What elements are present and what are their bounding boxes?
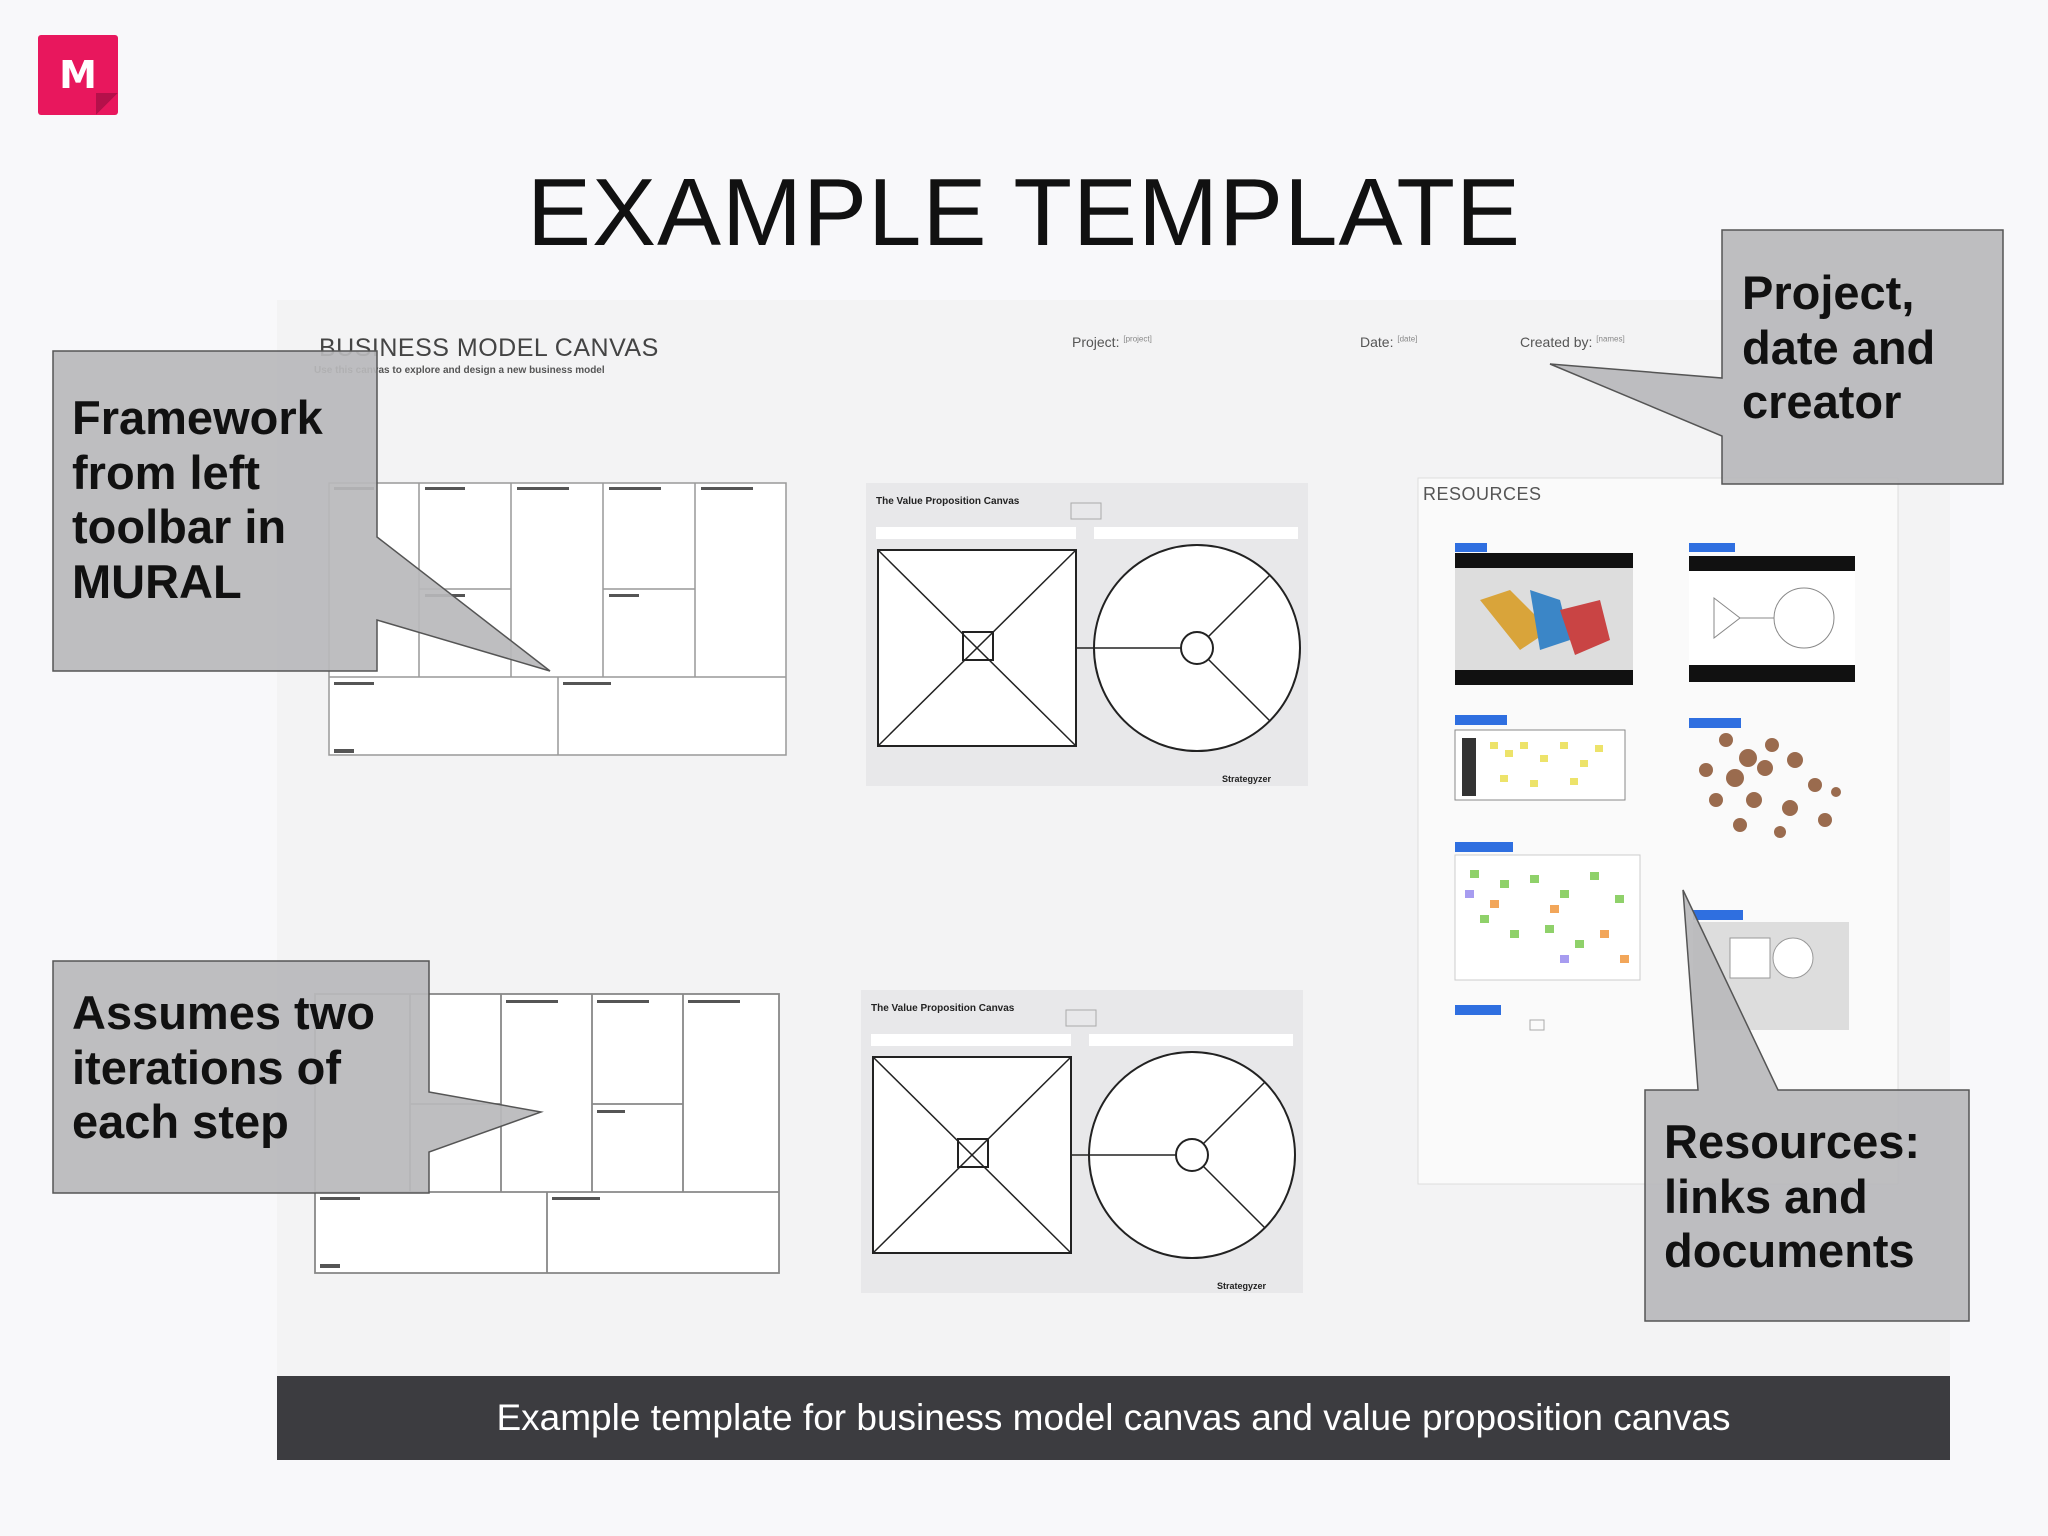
resources-panel (1417, 477, 1899, 1185)
project-value: [project] (1123, 334, 1152, 344)
value-proposition-canvas-1: The Value Proposition Canvas Strategyzer (866, 483, 1308, 786)
svg-text:Strategyzer: Strategyzer (1217, 1281, 1267, 1291)
resources-title: RESOURCES (1423, 484, 1542, 504)
callout-resources (1644, 889, 1970, 1322)
callout-project-line: creator (1742, 375, 1902, 429)
svg-text:The Value Proposition Canvas: The Value Proposition Canvas (871, 1003, 1015, 1014)
project-field: Project: [project] (1072, 334, 1152, 350)
callout-framework (52, 350, 551, 672)
bmc-board-subtitle: Use this canvas to explore and design a … (314, 365, 605, 376)
date-label: Date: (1360, 334, 1394, 350)
caption-bar: Example template for business model canv… (277, 1376, 1950, 1460)
callout-resources-text: Resources: links and documents (1664, 1115, 1920, 1279)
callout-iterations (52, 960, 544, 1194)
callout-project (1549, 229, 2004, 485)
svg-text:The Value Proposition Canvas: The Value Proposition Canvas (876, 496, 1020, 507)
callout-iterations-text: Assumes two iterations of each step (72, 986, 375, 1150)
logo-fold (96, 93, 118, 115)
callout-resources-line: documents (1664, 1224, 1915, 1278)
callout-iterations-line: iterations of (72, 1040, 341, 1094)
callout-framework-line: MURAL (72, 554, 242, 608)
callout-iterations-line: each step (72, 1095, 289, 1149)
callout-framework-line: from left (72, 445, 260, 499)
callout-project-line: date and (1742, 320, 1936, 374)
callout-project-text: Project, date and creator (1742, 266, 1935, 430)
callout-project-line: Project, (1742, 266, 1915, 319)
callout-iterations-line: Assumes two (72, 986, 375, 1039)
slide-title: EXAMPLE TEMPLATE (526, 159, 1522, 266)
mural-logo: M (38, 35, 118, 115)
created-by-value: [names] (1596, 334, 1625, 344)
created-by-label: Created by: (1520, 334, 1593, 350)
svg-text:Strategyzer: Strategyzer (1222, 774, 1272, 784)
project-label: Project: (1072, 334, 1120, 350)
callout-framework-text: Framework from left toolbar in MURAL (72, 391, 323, 609)
logo-letter: M (59, 53, 97, 97)
callout-resources-line: links and (1664, 1169, 1868, 1223)
callout-framework-line: toolbar in (72, 500, 287, 554)
created-by-field: Created by: [names] (1520, 334, 1625, 350)
callout-resources-line: Resources: (1664, 1115, 1920, 1168)
date-field: Date: [date] (1360, 334, 1417, 350)
value-proposition-canvas-2: The Value Proposition Canvas Strategyzer (861, 990, 1303, 1293)
callout-framework-line: Framework (72, 391, 323, 444)
date-value: [date] (1397, 334, 1418, 344)
